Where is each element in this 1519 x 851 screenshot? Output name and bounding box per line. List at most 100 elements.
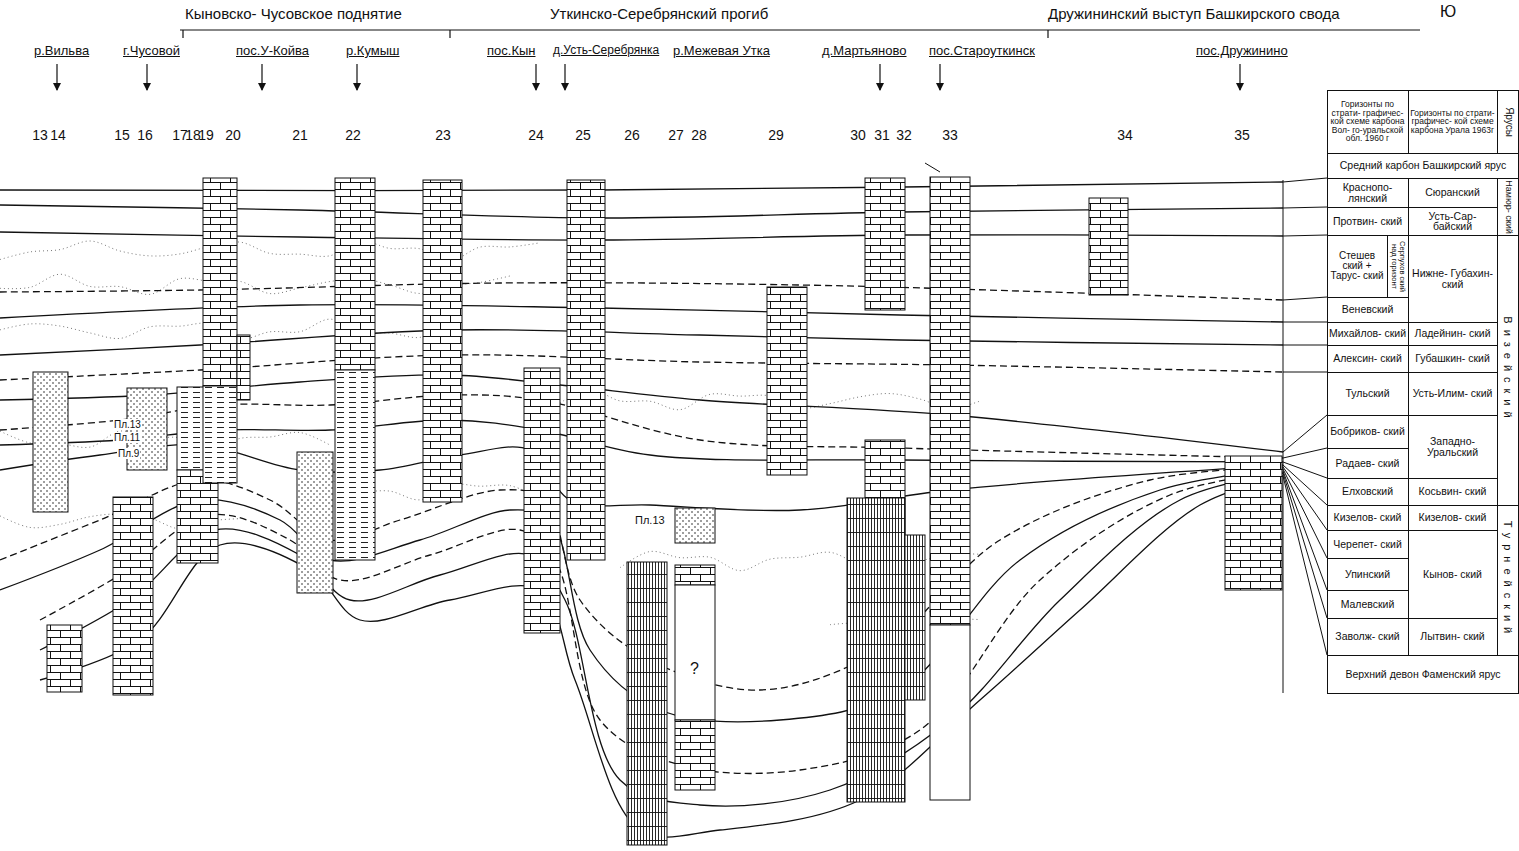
lithologic-column: [675, 508, 715, 543]
lithologic-column: [113, 497, 153, 695]
facies-line: [620, 551, 980, 570]
table-grid: [1328, 373, 1409, 416]
location-arrow: [939, 64, 940, 90]
column-number: 13: [32, 128, 48, 143]
fan-line: [1283, 372, 1327, 373]
uncertain-mark: ?: [689, 660, 700, 678]
horizon-name: Средний карбон Башкирский ярус: [1340, 160, 1506, 171]
location-arrow: [56, 64, 57, 90]
table-cell: Алексин- ский: [1327, 345, 1408, 372]
region-line: [180, 29, 1420, 30]
column-number: 31: [874, 128, 890, 143]
table-grid: [1328, 531, 1409, 559]
stage-label: Турнейский: [1497, 505, 1519, 655]
table-grid: [1498, 91, 1519, 154]
horizon-name: Косьвин- ский: [1419, 486, 1487, 497]
table-cell: Средний карбон Башкирский ярус: [1327, 153, 1519, 178]
column-number: 23: [435, 128, 451, 143]
column-number: 20: [225, 128, 241, 143]
table-cell: Веневский: [1327, 297, 1408, 322]
table-grid: [1409, 531, 1498, 619]
region-tick: [182, 30, 183, 38]
horizon-name: Западно- Уральский: [1410, 436, 1496, 457]
table-grid: [1409, 179, 1498, 208]
horizon-name: Веневский: [1342, 304, 1394, 315]
column-number: 29: [768, 128, 784, 143]
horizon-name: Ладейнин- ский: [1414, 328, 1490, 339]
table-cell: Тульский: [1327, 372, 1408, 415]
table-grid: [1328, 154, 1519, 179]
table-grid: [1328, 208, 1409, 236]
table-grid: [1409, 619, 1498, 656]
table-cell: Усть-Сар- байский: [1408, 207, 1497, 235]
table-grid: [1498, 506, 1519, 656]
region-tick: [449, 30, 450, 38]
horizon-name: Сюранский: [1425, 187, 1480, 198]
location-name: пос.У-Койва: [236, 44, 309, 58]
horizon-name: Горизонты по страти- графичес- кой схеме…: [1329, 100, 1407, 143]
table-grid: [1328, 591, 1409, 619]
table-cell: Упинский: [1327, 558, 1408, 590]
horizon-name: Нижне- Губахин- ский: [1410, 268, 1496, 289]
horizon-name: Усть-Сар- байский: [1410, 211, 1496, 232]
horizon-name: Бобриков- ский: [1330, 426, 1405, 437]
location-name: р.Вильва: [34, 44, 89, 58]
column-number: 26: [624, 128, 640, 143]
fan-line: [1283, 471, 1327, 590]
lithologic-column: [203, 178, 237, 386]
seam-label: Пл.11: [113, 432, 141, 443]
table-grid: [1409, 236, 1498, 323]
horizon-name: Упинский: [1345, 569, 1390, 580]
horizon-name: Протвин- ский: [1333, 216, 1402, 227]
lithologic-column: [203, 386, 237, 483]
location-arrow: [356, 64, 357, 90]
location-arrow: [146, 64, 147, 90]
table-cell: Сюранский: [1408, 178, 1497, 207]
lithologic-column: [767, 287, 807, 475]
table-cell: Верхний девон Фаменский ярус: [1327, 655, 1519, 693]
location-name: пос.Кын: [487, 44, 535, 58]
seam-label: Пл.9: [117, 448, 140, 459]
location-name: пос.Староуткинск: [929, 44, 1035, 58]
seam-label: Пл.13: [634, 514, 666, 526]
column-number: 16: [137, 128, 153, 143]
lithologic-column: [675, 565, 715, 585]
table-grid: [1498, 179, 1519, 236]
location-arrow: [535, 64, 536, 90]
compass-label: Ю: [1440, 3, 1456, 21]
lithologic-column: [675, 585, 715, 720]
column-number: 24: [528, 128, 544, 143]
frame-line: [1283, 180, 1284, 693]
stage-label: Ярусы: [1497, 90, 1519, 153]
lithologic-column: [335, 178, 375, 370]
table-cell: Горизонты по страти- графичес- кой схеме…: [1408, 90, 1497, 153]
table-grid: [1409, 506, 1498, 531]
horizon-name: Кизелов- ский: [1334, 512, 1402, 523]
column-number: 21: [292, 128, 308, 143]
horizon-name: Тульский: [1345, 388, 1389, 399]
leader-line: [925, 163, 940, 172]
fan-line: [1283, 345, 1327, 346]
stage-name: Ярусы: [1503, 107, 1513, 137]
table-cell: Горизонты по страти- графичес- кой схеме…: [1327, 90, 1408, 153]
location-name: пос.Дружинино: [1196, 44, 1288, 58]
table-grid: [1409, 346, 1498, 373]
location-arrow: [1239, 64, 1240, 90]
column-number: 35: [1234, 128, 1250, 143]
table-cell: Черепет- ский: [1327, 530, 1408, 558]
table-cell: Радаев- ский: [1327, 448, 1408, 478]
horizon-name: Черепет- ский: [1333, 539, 1402, 550]
fan-line: [1283, 297, 1327, 300]
table-grid: [1328, 346, 1409, 373]
lithologic-column: [567, 180, 605, 560]
location-name: д.Усть-Серебрянка: [553, 44, 659, 57]
correlation-line: [0, 355, 1283, 380]
horizon-name: Краснопо- лянский: [1329, 182, 1407, 203]
table-grid: [1328, 559, 1409, 591]
fan-line: [1283, 476, 1327, 655]
table-grid: [1328, 236, 1388, 298]
lithologic-column: [47, 625, 82, 692]
column-number: 15: [114, 128, 130, 143]
table-cell: Западно- Уральский: [1408, 415, 1497, 478]
stage-name: Турнейский: [1503, 521, 1514, 640]
